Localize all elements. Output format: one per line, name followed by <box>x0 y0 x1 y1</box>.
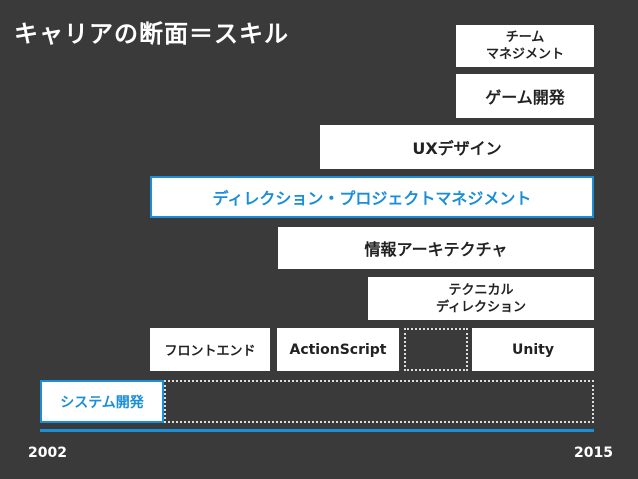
timeline-start-year: 2002 <box>28 445 67 461</box>
page-title: キャリアの断面＝スキル <box>14 20 289 48</box>
skill-information-architecture: 情報アーキテクチャ <box>278 227 594 269</box>
system-dev-continuation <box>164 380 594 423</box>
skill-actionscript: ActionScript <box>277 328 399 371</box>
skill-ux-design: UXデザイン <box>320 125 594 169</box>
skill-unity-label: Unity <box>512 341 554 358</box>
skill-frontend: フロントエンド <box>150 328 270 371</box>
timeline-axis <box>40 429 594 432</box>
skill-game-dev: ゲーム開発 <box>456 74 594 118</box>
skill-gap-placeholder <box>404 328 468 371</box>
skill-direction-pm-label: ディレクション・プロジェクトマネジメント <box>212 189 532 208</box>
skill-ux-design-label: UXデザイン <box>412 139 502 158</box>
timeline-end-year: 2015 <box>574 445 613 461</box>
skill-team-management: チーム マネジメント <box>456 25 594 67</box>
skill-ia-label: 情報アーキテクチャ <box>364 240 508 259</box>
skill-team-management-line-2: マネジメント <box>485 47 564 62</box>
skill-technical-direction-line-2: ディレクション <box>435 299 527 315</box>
skill-frontend-label: フロントエンド <box>164 344 256 359</box>
skill-system-dev: システム開発 <box>40 380 164 423</box>
skill-game-dev-label: ゲーム開発 <box>485 88 565 107</box>
skill-team-management-line-1: チーム <box>505 30 545 45</box>
skill-technical-direction: テクニカル ディレクション <box>368 277 594 320</box>
skill-technical-direction-line-1: テクニカル <box>448 282 514 298</box>
skill-direction-pm: ディレクション・プロジェクトマネジメント <box>150 176 594 218</box>
skill-unity: Unity <box>472 328 594 371</box>
skill-system-dev-label: システム開発 <box>60 394 144 411</box>
skill-actionscript-label: ActionScript <box>289 341 387 358</box>
